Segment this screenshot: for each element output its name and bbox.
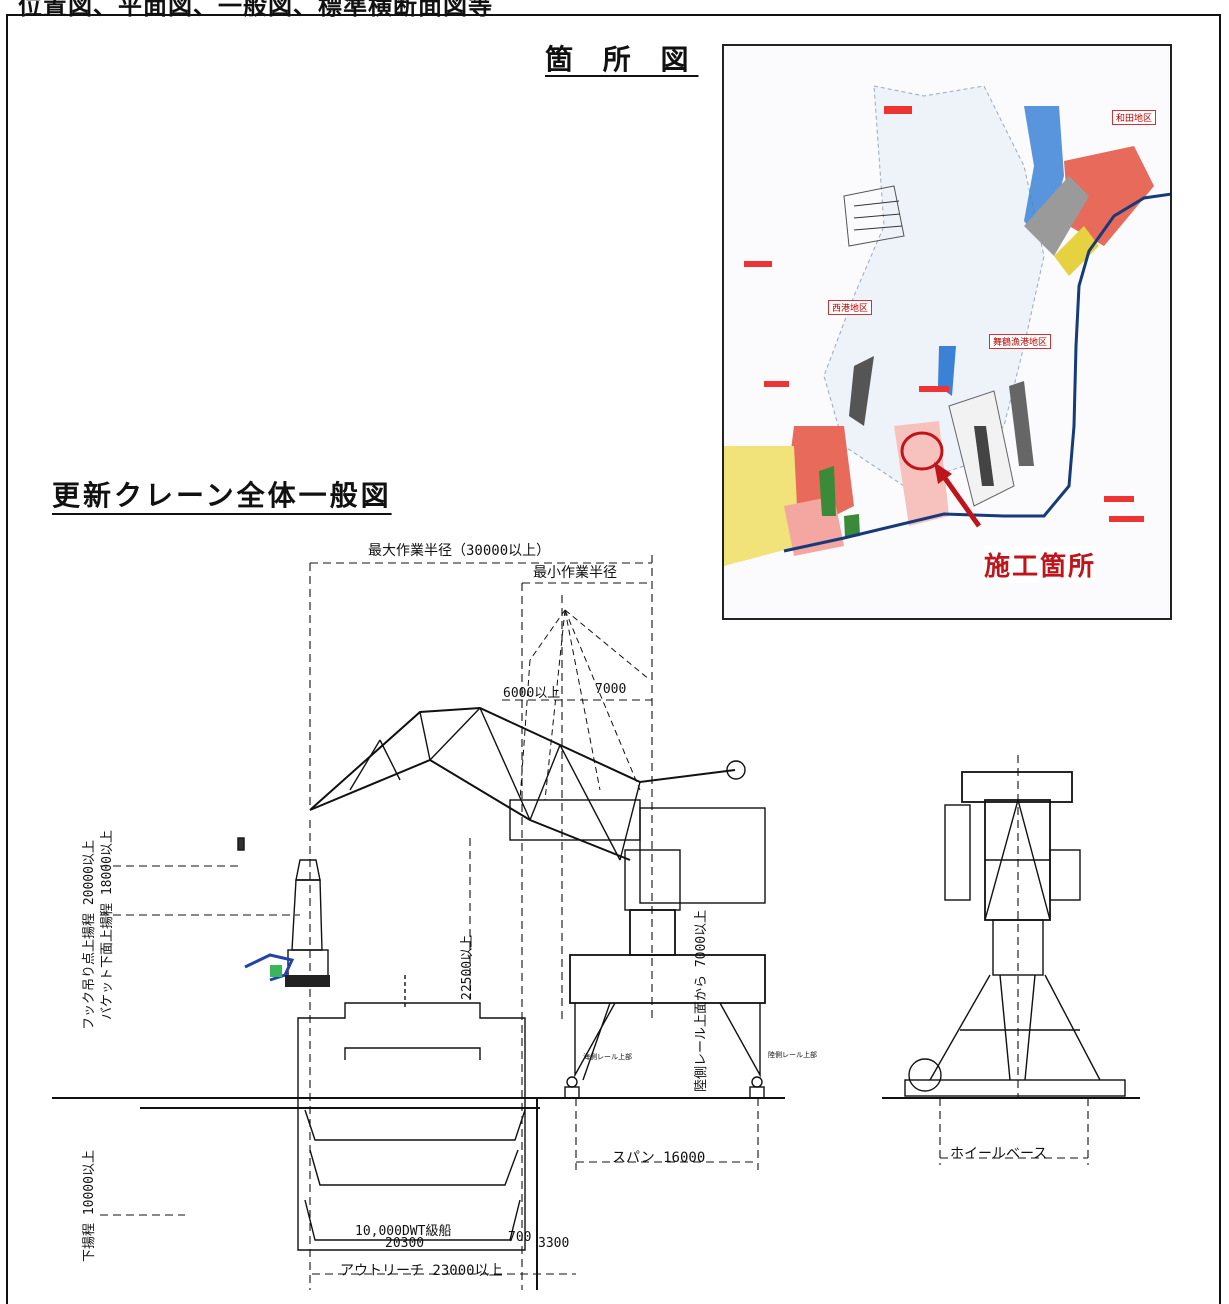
dim-7000: 7000 bbox=[595, 682, 627, 697]
note-sea-rail: 海側レール上部 bbox=[583, 1053, 632, 1061]
ship-label: 10,000DWT級船 bbox=[355, 1224, 452, 1239]
dim-span: スパン 16000 bbox=[612, 1150, 706, 1166]
crane-drawing-title: 更新クレーン全体一般図 bbox=[52, 479, 392, 512]
dim-3300: 3300 bbox=[538, 1236, 570, 1251]
dim-22500: 22500以上 bbox=[460, 934, 475, 1000]
dim-700: 700 bbox=[508, 1230, 532, 1245]
dim-min-radius: 最小作業半径 bbox=[533, 565, 617, 581]
dim-7000-rail: 陸側レール上面から 7000以上 bbox=[694, 909, 709, 1092]
dim-lower-lift: 下揚程 10000以上 bbox=[82, 1150, 97, 1262]
map-label-west: 西港地区 bbox=[828, 300, 873, 315]
dim-6000: 6000以上 bbox=[503, 686, 561, 701]
map-label-fishing-port: 舞鶴漁港地区 bbox=[989, 334, 1052, 349]
note-land-rail: 陸側レール上部 bbox=[768, 1051, 817, 1059]
map-graphic bbox=[724, 85, 1170, 566]
dim-outreach: アウトリーチ 23000以上 bbox=[340, 1263, 503, 1279]
dim-max-radius: 最大作業半径（30000以上） bbox=[368, 543, 551, 559]
site-label: 施工箇所 bbox=[984, 546, 1097, 583]
location-map: 和田地区 西港地区 舞鶴漁港地区 施工箇所 bbox=[722, 44, 1172, 620]
dim-wheel-base: ホイールベース bbox=[950, 1146, 1048, 1162]
ship-width: 20300 bbox=[385, 1236, 425, 1251]
dim-hook-lift: フック吊り点上揚程 20000以上 bbox=[82, 840, 97, 1030]
drawing-frame bbox=[6, 14, 1221, 1304]
location-map-title: 箇 所 図 bbox=[545, 43, 699, 76]
map-label-wada: 和田地区 bbox=[1112, 110, 1157, 125]
dim-bucket-lift: バケット下面上揚程 18000以上 bbox=[100, 830, 115, 1020]
